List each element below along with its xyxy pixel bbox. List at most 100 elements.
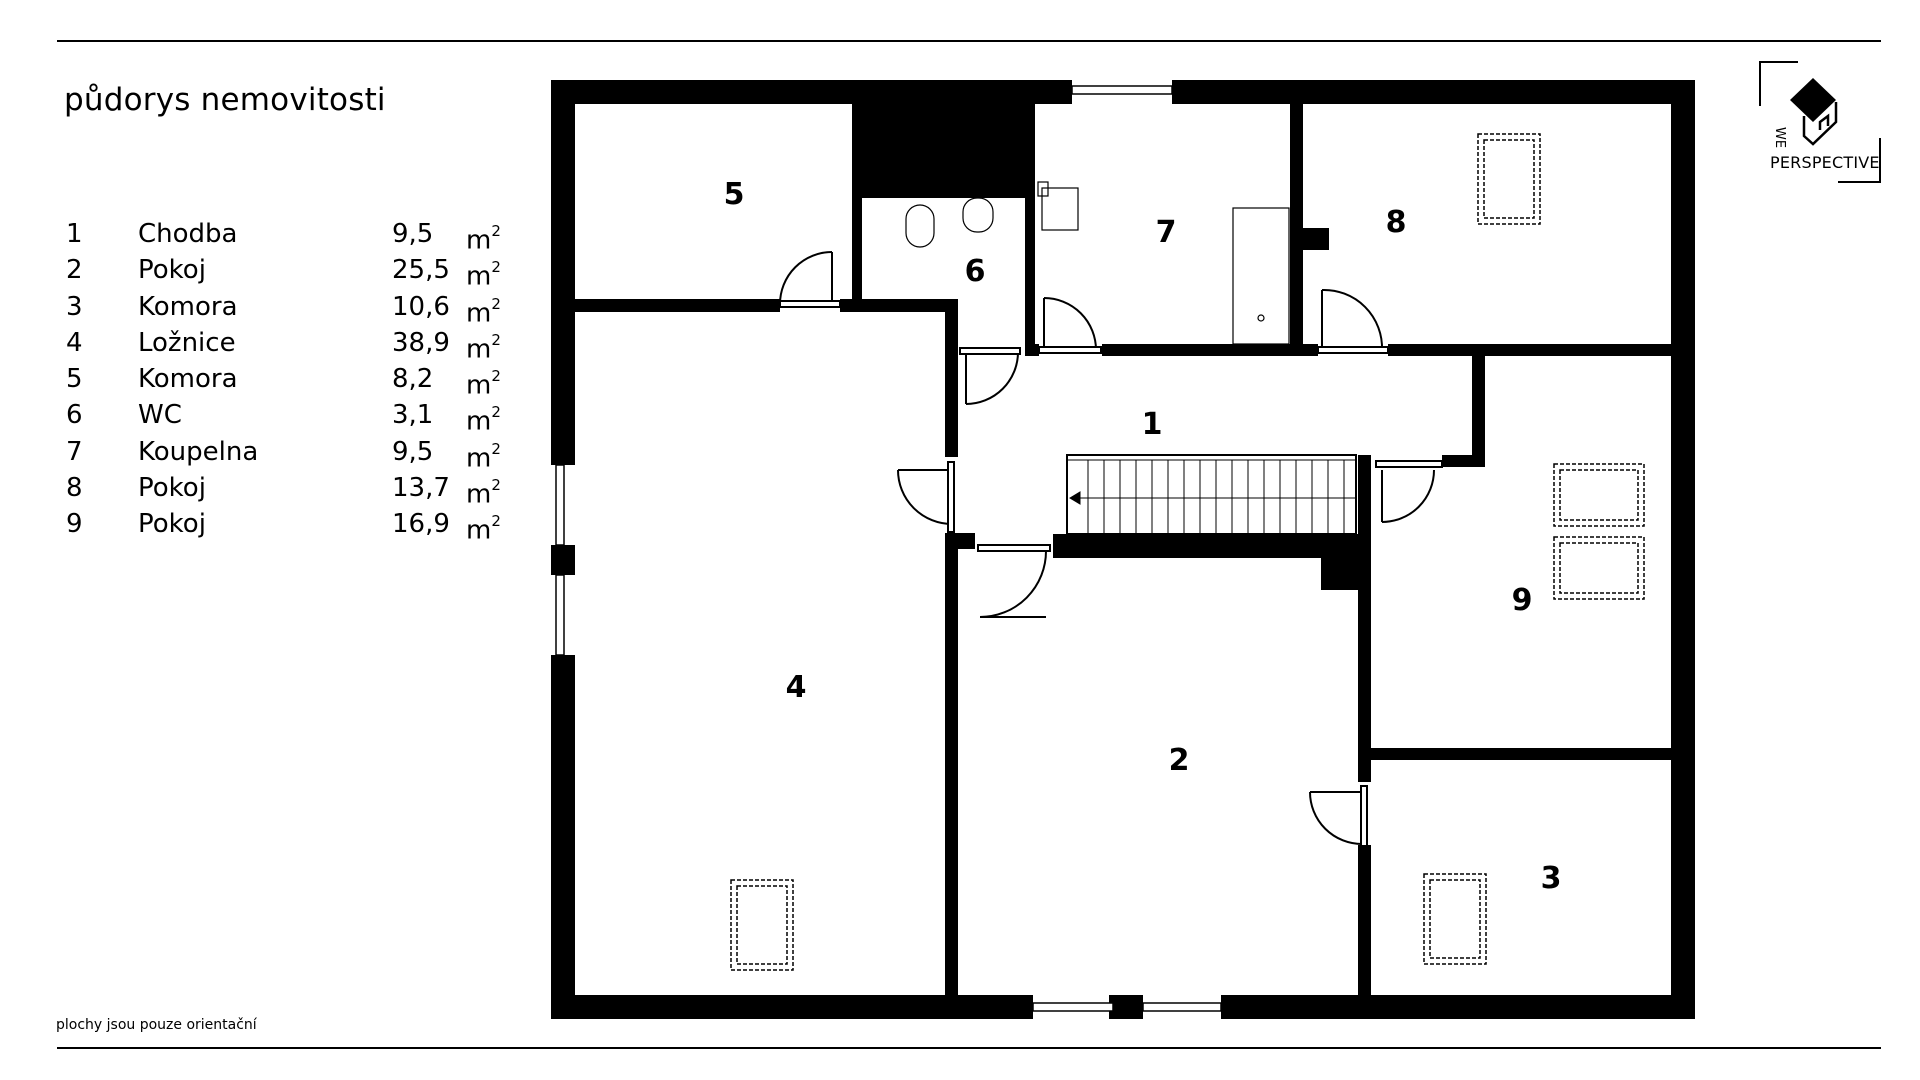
room-area: 25,5 <box>392 255 450 286</box>
door-swing <box>1043 297 1097 351</box>
windows <box>555 85 1222 1012</box>
room-name: Ložnice <box>138 327 236 358</box>
room-label-6: 6 <box>965 254 986 289</box>
door-threshold <box>947 461 955 533</box>
skylight-icon <box>736 885 788 965</box>
room-unit: m2 <box>466 294 501 329</box>
bathtub-drain <box>1257 314 1265 322</box>
room-label-8: 8 <box>1386 205 1407 240</box>
room-unit: m2 <box>466 258 501 292</box>
door-swing <box>779 251 833 305</box>
stair-treads <box>1087 460 1345 534</box>
wall <box>551 995 1033 1019</box>
wall <box>1472 352 1485 465</box>
room-unit: m2 <box>466 222 501 256</box>
door-threshold <box>1360 785 1368 847</box>
wall <box>1442 455 1485 467</box>
staircase <box>1066 454 1357 535</box>
wall <box>1025 104 1035 356</box>
window <box>1032 1002 1114 1012</box>
wall <box>1388 344 1695 356</box>
room-name: Komora <box>138 291 238 322</box>
room-number: 4 <box>66 327 83 358</box>
room-label-5: 5 <box>724 177 745 212</box>
wall <box>1358 748 1671 760</box>
room-area: 10,6 <box>392 291 450 322</box>
room-number: 8 <box>66 473 83 504</box>
door-threshold <box>977 544 1051 552</box>
window <box>555 464 565 546</box>
logo-we-text: WE <box>1772 127 1787 149</box>
room-number: 5 <box>66 364 83 395</box>
door-swing <box>979 550 1047 618</box>
room-area: 16,9 <box>392 509 450 540</box>
skylight-icon <box>1559 469 1639 521</box>
washbasin-tap <box>1037 181 1049 197</box>
room-unit: m2 <box>466 330 501 365</box>
door-threshold <box>779 300 841 308</box>
skylight-icon <box>1483 139 1535 219</box>
wall <box>1321 534 1358 590</box>
bathtub-icon <box>1232 207 1290 345</box>
wall <box>1102 344 1318 356</box>
room-number: 3 <box>66 291 83 322</box>
room-unit: m2 <box>466 476 501 510</box>
room-area: 9,5 <box>392 436 434 467</box>
door-swing <box>965 351 1019 405</box>
door-swing <box>1309 791 1363 845</box>
footnote: plochy jsou pouze orientační <box>56 1017 257 1033</box>
skylight-icon <box>730 879 794 971</box>
doors <box>779 251 1443 847</box>
wall <box>571 299 780 312</box>
skylight-icon <box>1553 463 1645 527</box>
room-unit: m2 <box>466 367 501 401</box>
room-unit: m2 <box>466 403 501 438</box>
skylight-icon <box>1429 879 1481 959</box>
skylight-icon <box>1559 542 1639 594</box>
window <box>1071 85 1173 95</box>
window <box>555 574 565 656</box>
room-name: Chodba <box>138 219 238 249</box>
door-swing <box>1321 288 1384 351</box>
room-label-7: 7 <box>1156 215 1177 250</box>
wall <box>1358 845 1371 995</box>
room-number: 7 <box>66 436 83 467</box>
door-threshold <box>1317 346 1389 354</box>
skylight-icon <box>1477 133 1541 225</box>
window <box>1142 1002 1222 1012</box>
wall <box>945 299 958 457</box>
room-area: 9,5 <box>392 219 434 249</box>
wall <box>1172 80 1695 104</box>
door-threshold <box>1375 460 1443 468</box>
wall <box>1358 455 1371 782</box>
wall <box>1221 995 1695 1019</box>
room-unit: m2 <box>466 439 501 474</box>
wall <box>1303 228 1329 250</box>
room-name: Koupelna <box>138 436 259 467</box>
logo-brand-text: PERSPECTIVE <box>1770 153 1880 172</box>
room-name: Pokoj <box>138 509 206 540</box>
wall <box>1025 344 1039 356</box>
wall <box>1290 104 1303 356</box>
door-swing <box>897 469 953 525</box>
fixtures <box>905 181 1290 345</box>
door-swing <box>1381 469 1435 523</box>
door-threshold <box>959 347 1021 355</box>
wall <box>852 190 862 312</box>
room-number: 9 <box>66 509 83 540</box>
room-name: Pokoj <box>138 255 206 286</box>
door-threshold <box>1038 346 1102 354</box>
room-name: WC <box>138 400 182 431</box>
wall <box>1053 534 1358 558</box>
skylight-icon <box>1423 873 1487 965</box>
room-area: 13,7 <box>392 473 450 504</box>
page-title: půdorys nemovitosti <box>64 82 386 118</box>
room-label-2: 2 <box>1169 743 1190 778</box>
washbasin-icon <box>1041 187 1079 231</box>
skylight-icon <box>1553 536 1645 600</box>
bottom-rule <box>57 1047 1881 1049</box>
wall <box>551 545 575 575</box>
room-label-3: 3 <box>1541 861 1562 896</box>
skylights <box>730 133 1645 971</box>
